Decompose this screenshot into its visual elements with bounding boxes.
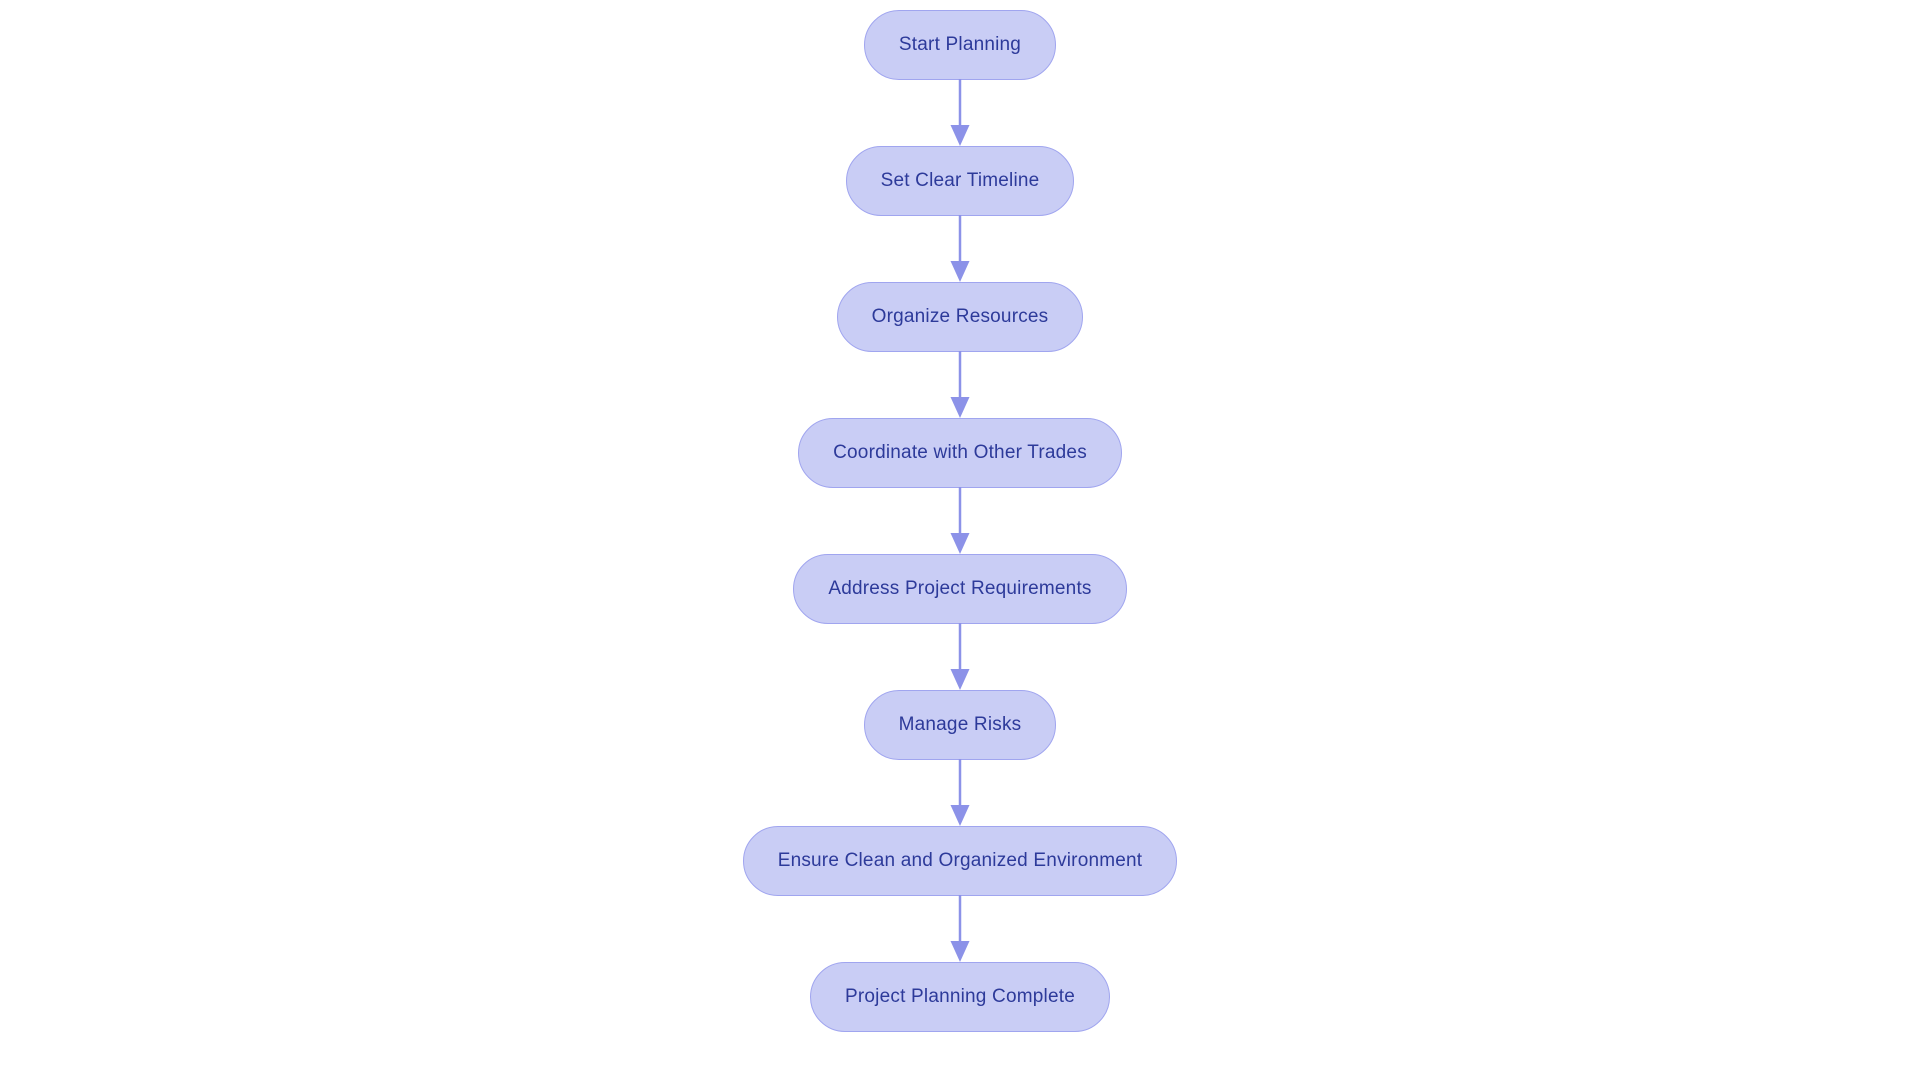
flow-node-label: Project Planning Complete bbox=[845, 986, 1075, 1007]
flow-node-label: Manage Risks bbox=[898, 714, 1022, 735]
flow-node-address-project-requirements: Address Project Requirements bbox=[793, 554, 1127, 624]
arrow-down-icon bbox=[950, 759, 970, 826]
arrow-down-icon bbox=[950, 79, 970, 146]
flow-node-label: Ensure Clean and Organized Environment bbox=[777, 850, 1143, 871]
flow-node-start-planning: Start Planning bbox=[863, 10, 1057, 80]
arrow-down-icon bbox=[950, 487, 970, 554]
flow-node-coordinate-with-other-trades: Coordinate with Other Trades bbox=[798, 418, 1122, 488]
flow-node-label: Address Project Requirements bbox=[828, 578, 1092, 599]
flow-node-label: Start Planning bbox=[898, 34, 1022, 55]
flow-node-label: Set Clear Timeline bbox=[880, 170, 1040, 191]
arrow-down-icon bbox=[950, 623, 970, 690]
flow-node-project-planning-complete: Project Planning Complete bbox=[810, 962, 1110, 1032]
flow-node-ensure-clean-and-organized-environment: Ensure Clean and Organized Environment bbox=[742, 826, 1178, 896]
flow-node-label: Organize Resources bbox=[871, 306, 1049, 327]
flow-node-set-clear-timeline: Set Clear Timeline bbox=[845, 146, 1075, 216]
flow-node-organize-resources: Organize Resources bbox=[836, 282, 1084, 352]
flow-node-manage-risks: Manage Risks bbox=[863, 690, 1057, 760]
flow-node-label: Coordinate with Other Trades bbox=[833, 442, 1087, 463]
arrow-down-icon bbox=[950, 215, 970, 282]
arrow-down-icon bbox=[950, 895, 970, 962]
arrow-down-icon bbox=[950, 351, 970, 418]
